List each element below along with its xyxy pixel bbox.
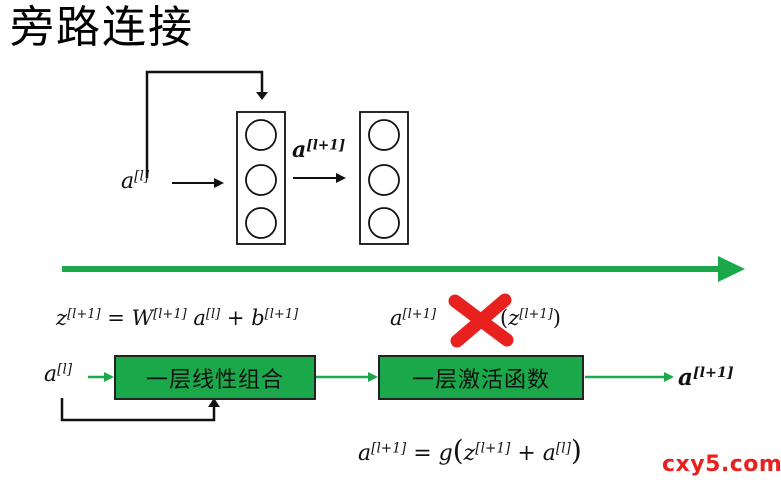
- crossed-out-equation-rhs: (z[l+1]): [500, 306, 561, 330]
- input-activation-label: a[l]: [121, 168, 150, 194]
- bottom-skip-arrowhead: [208, 398, 220, 407]
- long-green-arrow-head: [718, 256, 745, 282]
- flow-input-label: a[l]: [44, 361, 73, 387]
- flow-output-label: a[l+1]: [678, 364, 734, 391]
- linear-combination-box: 一层线性组合: [114, 355, 316, 400]
- bottom-skip-path: [60, 398, 216, 422]
- red-cross-icon: [448, 293, 514, 348]
- residual-equation: a[l+1] = g(z[l+1] + a[l]): [358, 434, 582, 467]
- layer-1-neuron-1: [245, 119, 277, 151]
- layer-1-neuron-3: [245, 207, 277, 239]
- crossed-out-equation-lhs: a[l+1]: [390, 306, 437, 330]
- skip-arrowhead: [256, 92, 268, 100]
- layer-1-neuron-2: [245, 164, 277, 196]
- layer-2-neuron-1: [368, 119, 400, 151]
- layer-2-neuron-3: [368, 207, 400, 239]
- mid-activation-label: a[l+1]: [292, 137, 346, 163]
- page-title: 旁路连接: [10, 2, 194, 53]
- skip-connection-path: [145, 70, 264, 178]
- linear-equation: z[l+1] = W[l+1] a[l] + b[l+1]: [56, 306, 299, 330]
- watermark-text: cxy5.com: [662, 452, 781, 477]
- activation-function-box: 一层激活函数: [378, 355, 584, 400]
- layer-2-neuron-2: [368, 164, 400, 196]
